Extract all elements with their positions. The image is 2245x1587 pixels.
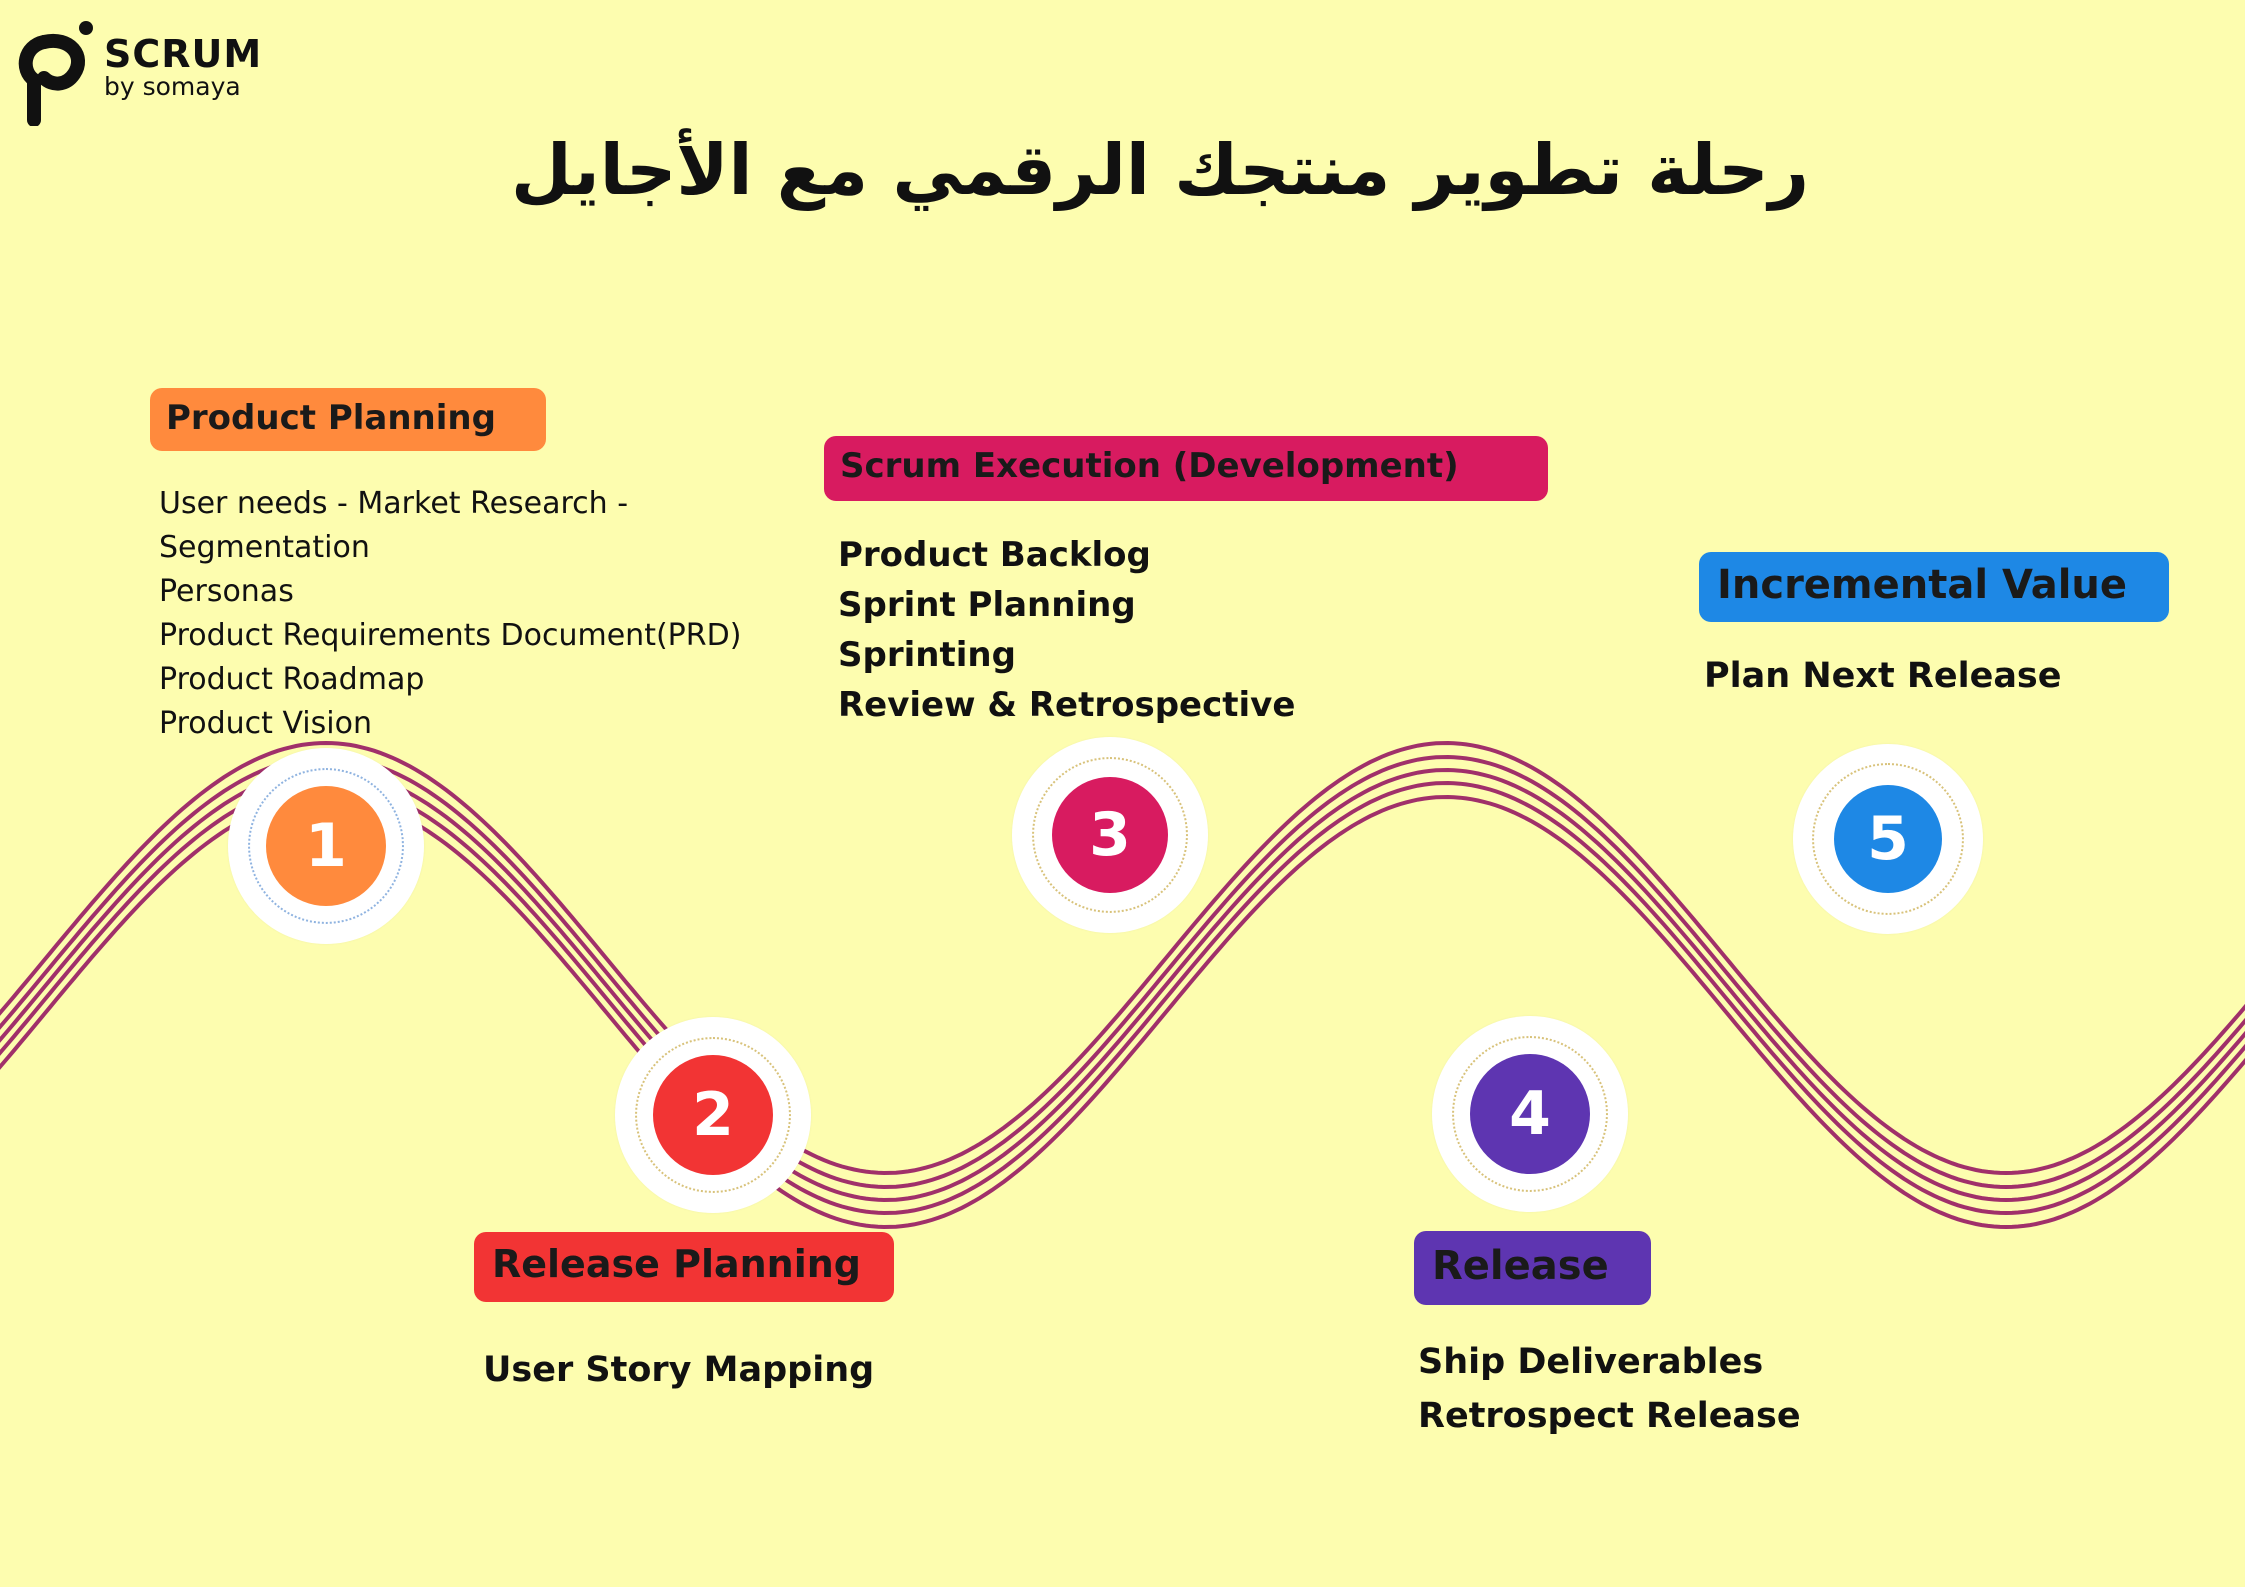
- step-4-label: Release: [1414, 1231, 1651, 1305]
- page-title: رحلة تطوير منتجك الرقمي مع الأجايل: [510, 129, 1810, 211]
- step-3-label: Scrum Execution (Development): [824, 436, 1548, 501]
- step-3-ring: [1032, 757, 1188, 913]
- step-5-items: Plan Next Release: [1704, 651, 2062, 701]
- step-2-number: 2: [653, 1055, 773, 1175]
- step-1-item: Segmentation: [159, 530, 370, 565]
- step-4-ring: [1452, 1036, 1608, 1192]
- step-1-ring: [248, 768, 404, 924]
- step-1-item: Product Requirements Document(PRD): [159, 618, 742, 653]
- step-4-number: 4: [1470, 1054, 1590, 1174]
- step-1-items: User needs - Market Research - Segmentat…: [159, 482, 741, 746]
- step-1-item: Product Vision: [159, 706, 372, 741]
- brand-name: SCRUM: [104, 32, 263, 76]
- step-1-label: Product Planning: [150, 388, 546, 451]
- step-2-ring: [635, 1037, 791, 1193]
- step-5-number: 5: [1834, 785, 1942, 893]
- step-5-ring: [1812, 763, 1964, 915]
- step-5-label: Incremental Value: [1699, 552, 2169, 622]
- step-2-items: User Story Mapping: [483, 1345, 874, 1395]
- wave-line: [0, 740, 2245, 1176]
- step-3-item: Sprinting: [838, 635, 1016, 675]
- step-3-item: Product Backlog: [838, 535, 1151, 575]
- step-1-number: 1: [266, 786, 386, 906]
- step-3-items: Product Backlog Sprint Planning Sprintin…: [838, 530, 1295, 730]
- step-2-item: User Story Mapping: [483, 1350, 875, 1390]
- step-5-item: Plan Next Release: [1704, 656, 2062, 696]
- step-1-item: Personas: [159, 574, 294, 609]
- step-1-item: Product Roadmap: [159, 662, 425, 697]
- step-4-item: Ship Deliverables: [1418, 1342, 1764, 1382]
- brand-subtitle: by somaya: [104, 72, 241, 101]
- step-3-item: Sprint Planning: [838, 585, 1136, 625]
- step-1-item: User needs - Market Research -: [159, 486, 629, 521]
- step-2-label: Release Planning: [474, 1232, 894, 1302]
- brand-logo: SCRUM by somaya: [14, 20, 261, 130]
- step-3-number: 3: [1052, 777, 1168, 893]
- step-3-item: Review & Retrospective: [838, 685, 1296, 725]
- step-4-items: Ship Deliverables Retrospect Release: [1418, 1335, 1801, 1443]
- logo-mark-icon: [18, 21, 93, 126]
- step-4-item: Retrospect Release: [1418, 1396, 1801, 1436]
